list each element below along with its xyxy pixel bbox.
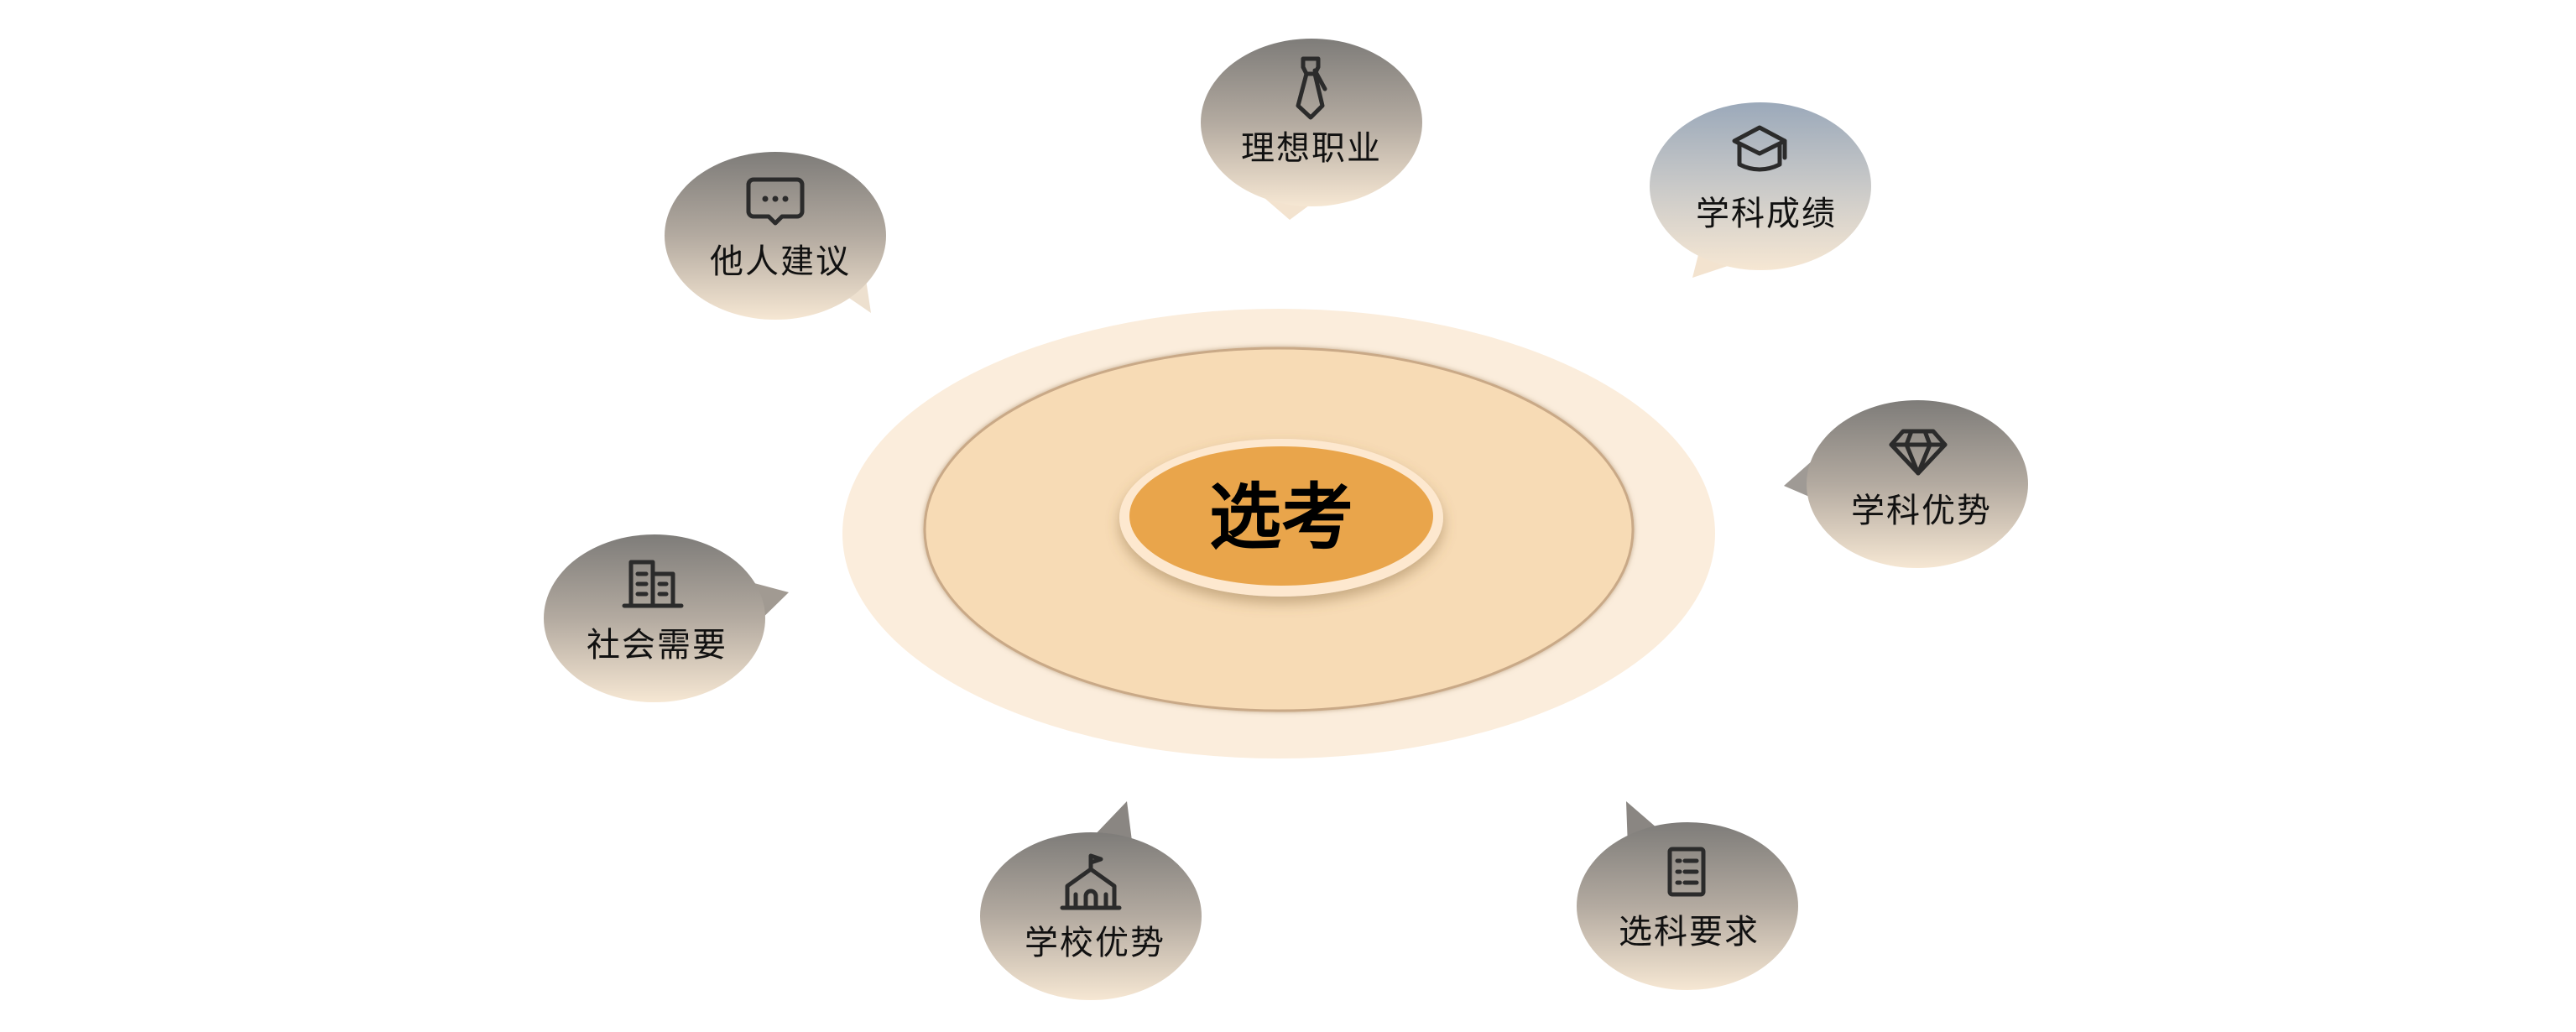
factor-bubble-social-needs: 社会需要 [544,534,789,702]
factor-bubble-others-advice: 他人建议 [665,152,886,320]
factor-label: 选科要求 [1619,913,1760,951]
tie-icon [1296,56,1327,120]
diamond-icon [1889,429,1948,476]
checklist-icon [1667,847,1706,897]
factor-label: 社会需要 [587,626,727,665]
factor-label: 学科优势 [1851,492,1992,530]
buildings-icon [622,560,684,608]
factor-label: 学科成绩 [1696,195,1837,233]
school-icon [1060,853,1122,910]
factor-bubble-ideal-career: 理想职业 [1201,39,1422,220]
center-label: 选考 [1209,476,1353,560]
factor-label: 他人建议 [710,242,851,281]
graduation-cap-icon [1732,125,1787,172]
factor-bubble-subject-strength: 学科优势 [1784,400,2028,568]
center-node [1119,439,1443,597]
factor-label: 理想职业 [1241,129,1382,168]
factor-label: 学校优势 [1025,924,1165,962]
factor-bubble-subject-requirements: 选科要求 [1577,801,1798,990]
chat-bubble-icon [746,177,805,226]
factor-bubble-school-strength: 学校优势 [980,801,1202,1000]
factor-bubble-subject-grades: 学科成绩 [1650,102,1871,278]
